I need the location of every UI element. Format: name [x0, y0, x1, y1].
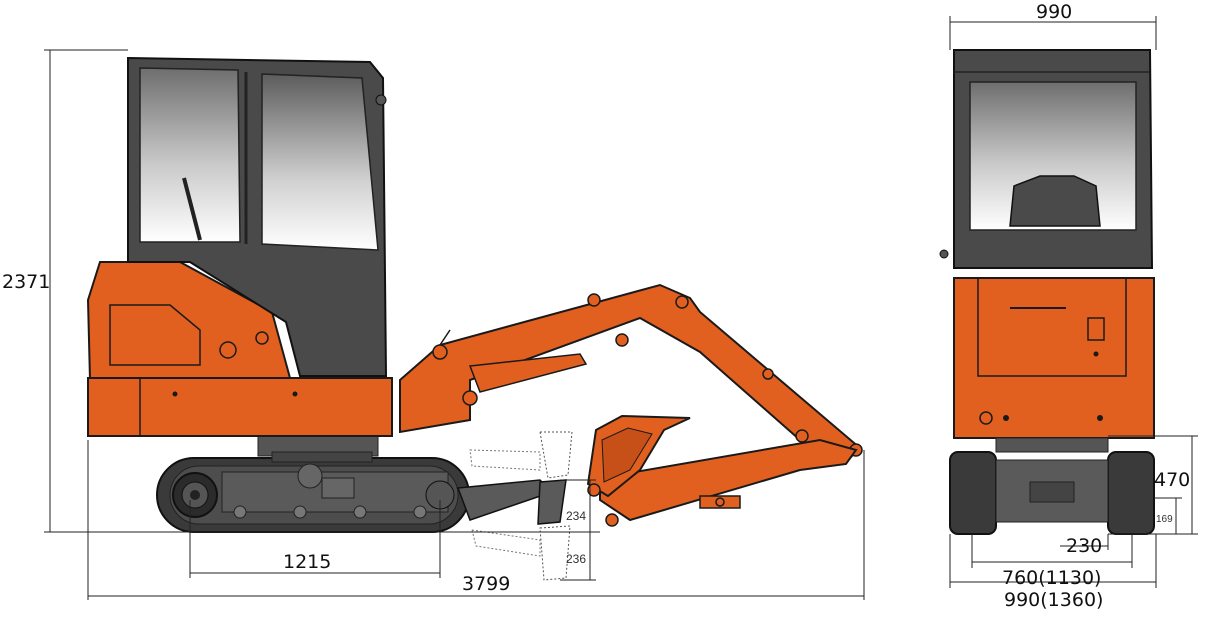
- dim-blade-up: 234: [566, 509, 586, 523]
- dim-bottom-width: 990(1360): [1004, 589, 1103, 611]
- dozer-blade: [456, 431, 573, 581]
- side-view: [86, 56, 863, 581]
- upper-body: [86, 261, 394, 437]
- arm: [599, 438, 858, 527]
- bucket: [586, 414, 691, 498]
- dimension-lines: [44, 16, 1198, 600]
- seat: [1009, 175, 1101, 227]
- dim-track-width: 760(1130): [1002, 567, 1101, 589]
- dim-blade-down: 236: [566, 552, 586, 566]
- cab: [127, 56, 388, 377]
- front-track-left: [949, 451, 997, 535]
- dim-overall-length: 3799: [462, 573, 510, 595]
- dim-front-width: 990: [1036, 1, 1072, 23]
- front-body: [953, 277, 1155, 439]
- dim-ground-clearance: 169: [1156, 514, 1173, 525]
- dim-track-shoe: 230: [1066, 535, 1102, 557]
- side-track: [156, 457, 470, 533]
- dim-overall-height: 2371: [2, 271, 50, 293]
- dim-blade-height: 470: [1154, 469, 1190, 491]
- dim-track-length: 1215: [283, 551, 331, 573]
- front-view: [939, 49, 1155, 535]
- front-track-right: [1107, 451, 1155, 535]
